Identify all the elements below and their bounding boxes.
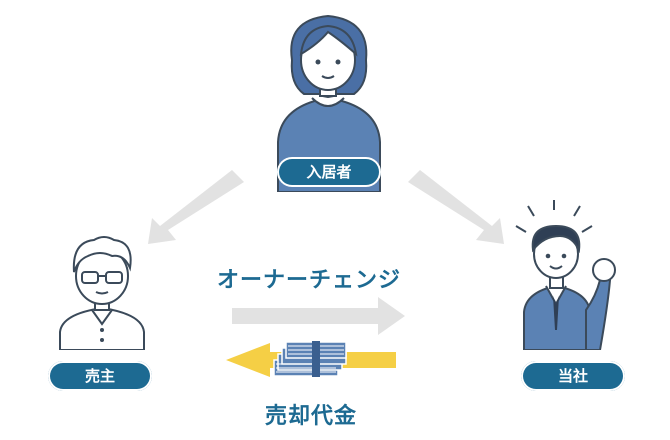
resident-badge: 入居者 <box>277 157 381 187</box>
money-stack-icon <box>273 341 347 377</box>
man-seller-icon <box>59 236 145 350</box>
owner-change-label: オーナーチェンジ <box>217 268 402 293</box>
arrow-seller-to-company <box>232 297 405 335</box>
businessman-company-icon <box>515 200 616 350</box>
seller-badge: 売主 <box>48 361 152 391</box>
sale-price-label: 売却代金 <box>265 404 358 429</box>
company-badge: 当社 <box>521 361 625 391</box>
arrow-resident-to-seller <box>148 170 244 244</box>
arrow-resident-to-company <box>408 170 504 244</box>
